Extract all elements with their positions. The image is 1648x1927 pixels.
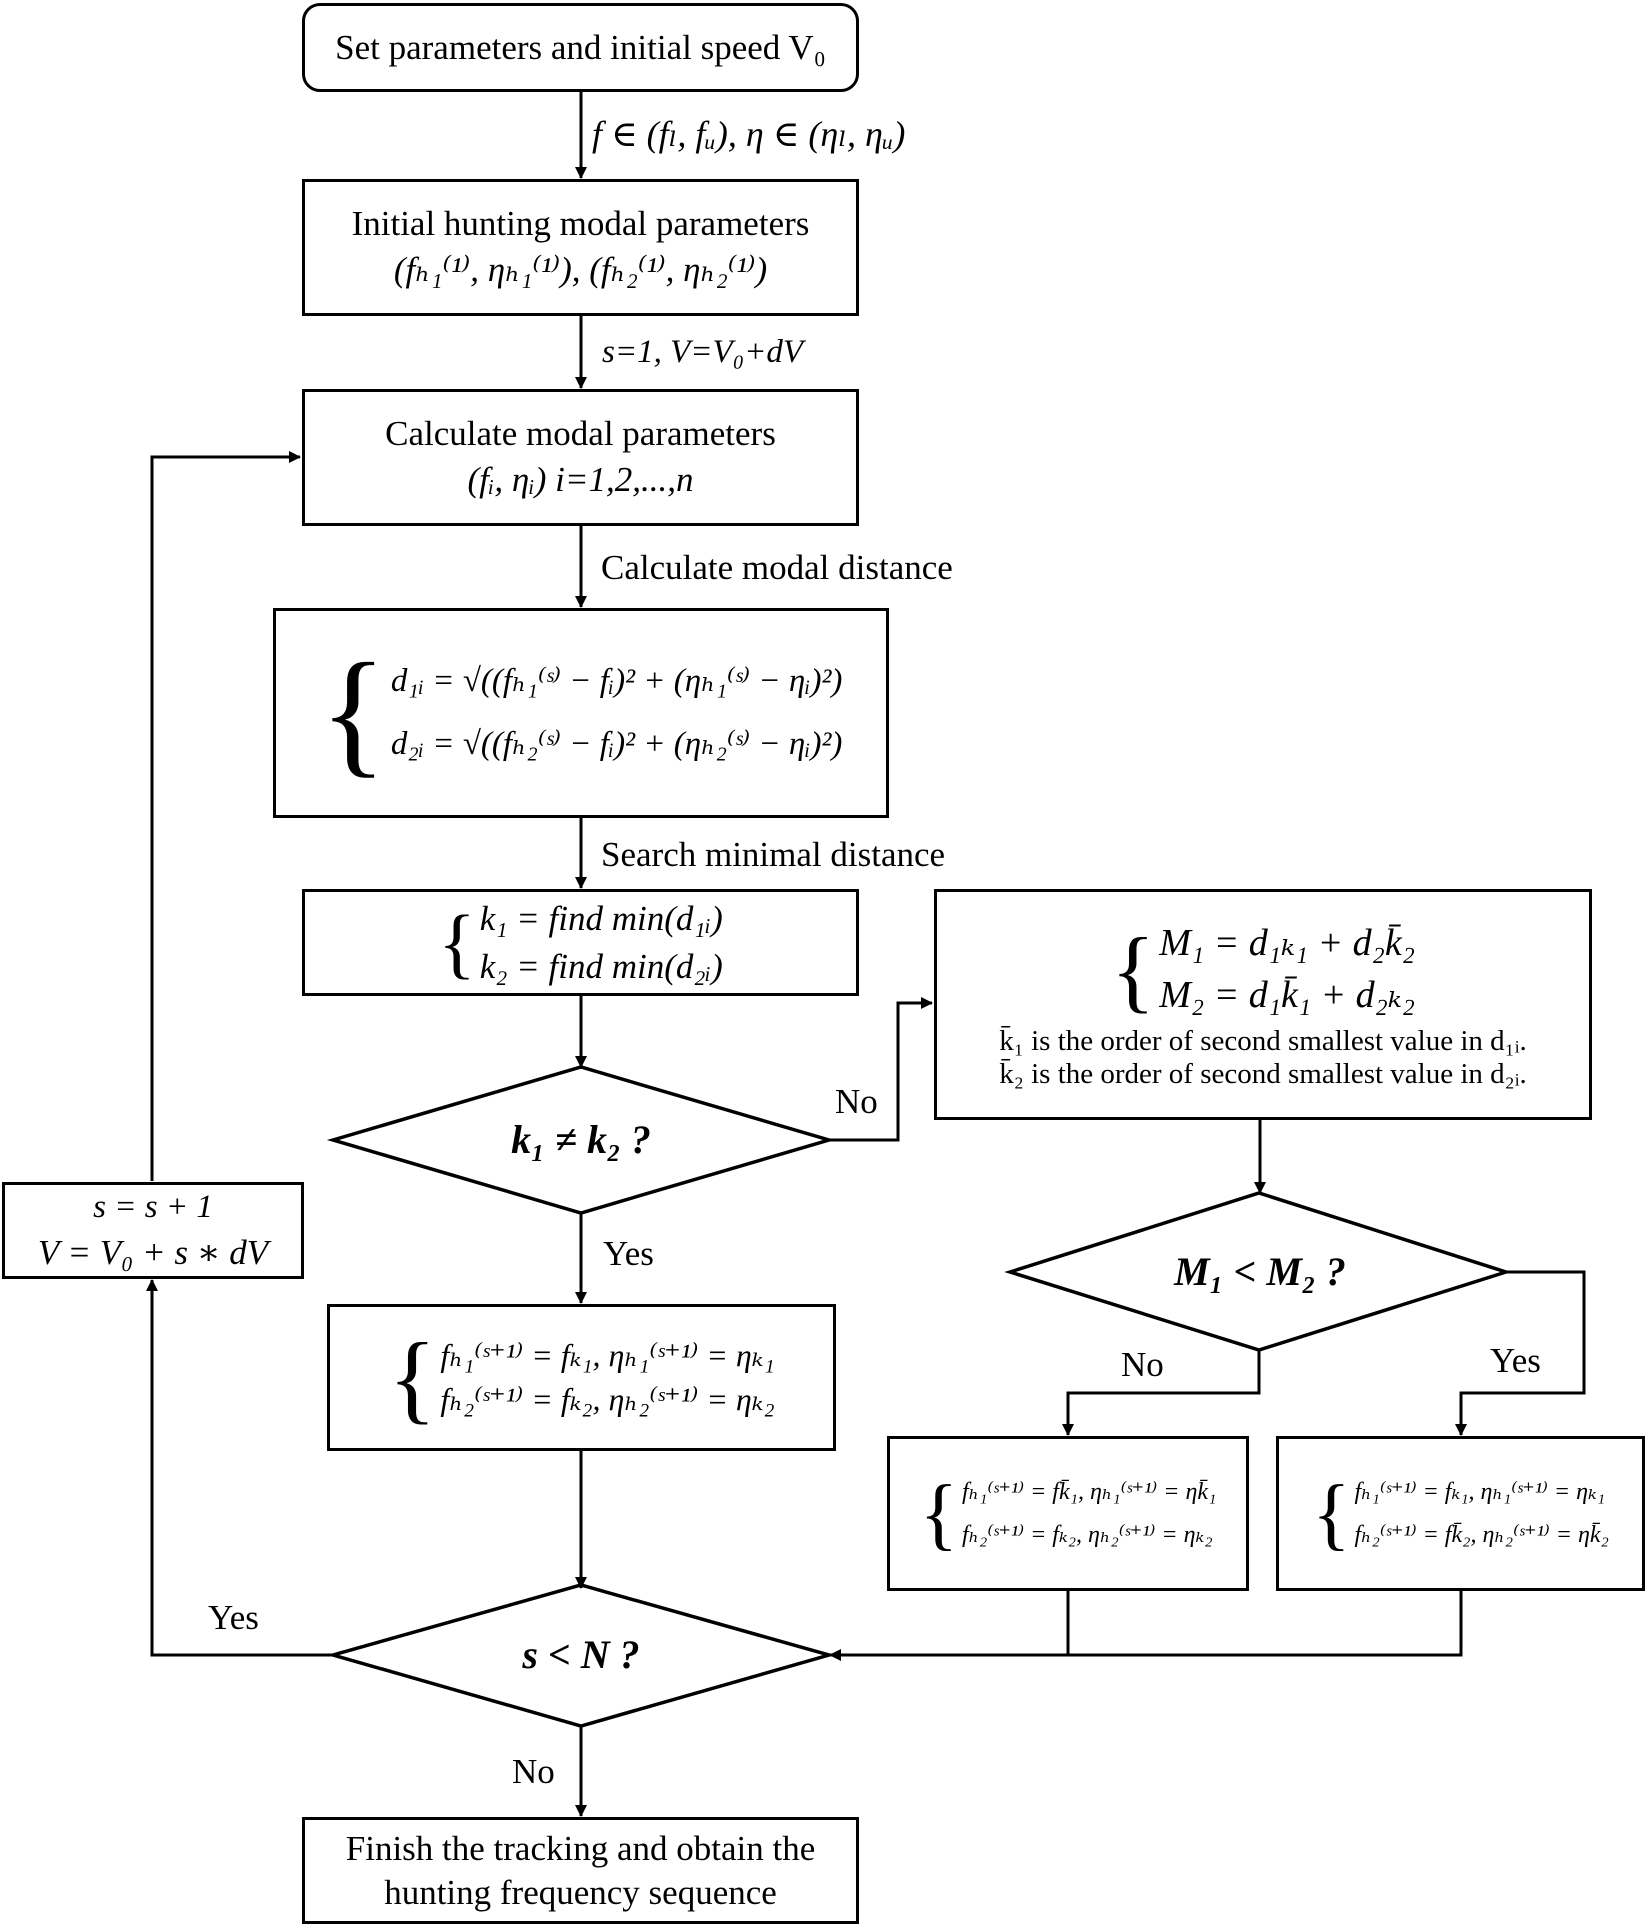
arrow-dec2-no bbox=[1062, 1350, 1261, 1436]
m-note-2: k̄₂ is the order of second smallest valu… bbox=[999, 1057, 1527, 1090]
edge-label-dec1-no: No bbox=[835, 1082, 878, 1121]
brace-symbol: { bbox=[1312, 1469, 1351, 1558]
brace-symbol: { bbox=[1111, 918, 1156, 1021]
find-min-box: { k₁ = find min(d₁ᵢ) k₂ = find min(d₂ᵢ) bbox=[302, 889, 859, 996]
update-mid-line-2: fₕ₂⁽ˢ⁺¹⁾ = fₖ₂, ηₕ₂⁽ˢ⁺¹⁾ = ηₖ₂ bbox=[440, 1380, 775, 1417]
distance-formula-1: d₁ᵢ = √((fₕ₁⁽ˢ⁾ − fᵢ)² + (ηₕ₁⁽ˢ⁾ − ηᵢ)²) bbox=[390, 663, 843, 700]
update-yes-system: { fₕ₁⁽ˢ⁺¹⁾ = fₖ₁, ηₕ₁⁽ˢ⁺¹⁾ = ηₖ₁ fₕ₂⁽ˢ⁺¹… bbox=[1312, 1474, 1609, 1554]
update-mid-box: { fₕ₁⁽ˢ⁺¹⁾ = fₖ₁, ηₕ₁⁽ˢ⁺¹⁾ = ηₖ₁ fₕ₂⁽ˢ⁺¹… bbox=[327, 1304, 836, 1451]
update-mid-system: { fₕ₁⁽ˢ⁺¹⁾ = fₖ₁, ηₕ₁⁽ˢ⁺¹⁾ = ηₖ₁ fₕ₂⁽ˢ⁺¹… bbox=[388, 1321, 775, 1433]
update-yes-box: { fₕ₁⁽ˢ⁺¹⁾ = fₖ₁, ηₕ₁⁽ˢ⁺¹⁾ = ηₖ₁ fₕ₂⁽ˢ⁺¹… bbox=[1276, 1436, 1645, 1591]
update-no-box: { fₕ₁⁽ˢ⁺¹⁾ = fk̄₁, ηₕ₁⁽ˢ⁺¹⁾ = ηk̄₁ fₕ₂⁽ˢ… bbox=[887, 1436, 1249, 1591]
decision-m-label: M₁ < M₂ ? bbox=[1174, 1249, 1346, 1294]
edge-label-calc-distance: Calculate modal distance bbox=[601, 548, 953, 587]
update-no-line-2: fₕ₂⁽ˢ⁺¹⁾ = fₖ₂, ηₕ₂⁽ˢ⁺¹⁾ = ηₖ₂ bbox=[961, 1521, 1213, 1548]
edge-label-range: f ∈ (fₗ, fᵤ), η ∈ (ηₗ, ηᵤ) bbox=[592, 114, 906, 154]
increment-line-2: V = V₀ + s ∗ dV bbox=[37, 1233, 269, 1273]
m-compare-box: { M₁ = d₁ₖ₁ + d₂k̄₂ M₂ = d₁k̄₁ + d₂ₖ₂ k̄… bbox=[934, 889, 1592, 1120]
start-node: Set parameters and initial speed V₀ bbox=[302, 3, 859, 92]
finish-box: Finish the tracking and obtain the hunti… bbox=[302, 1817, 859, 1924]
calc-params-title: Calculate modal parameters bbox=[385, 414, 776, 453]
update-mid-line-1: fₕ₁⁽ˢ⁺¹⁾ = fₖ₁, ηₕ₁⁽ˢ⁺¹⁾ = ηₖ₁ bbox=[440, 1337, 775, 1374]
brace-symbol: { bbox=[388, 1321, 437, 1433]
find-min-line-1: k₁ = find min(d₁ᵢ) bbox=[479, 899, 723, 939]
update-yes-line-1: fₕ₁⁽ˢ⁺¹⁾ = fₖ₁, ηₕ₁⁽ˢ⁺¹⁾ = ηₖ₁ bbox=[1354, 1479, 1606, 1506]
m-line-2: M₂ = d₁k̄₁ + d₂ₖ₂ bbox=[1159, 973, 1415, 1016]
brace-symbol: { bbox=[438, 898, 476, 986]
edge-label-dec3-no: No bbox=[512, 1752, 555, 1791]
arrow-updates-to-dec3 bbox=[1066, 1591, 1463, 1657]
start-label: Set parameters and initial speed V₀ bbox=[335, 27, 826, 67]
edge-label-search-min: Search minimal distance bbox=[601, 835, 946, 874]
init-params-box: Initial hunting modal parameters (fₕ₁⁽¹⁾… bbox=[302, 179, 859, 316]
init-params-title: Initial hunting modal parameters bbox=[351, 204, 810, 243]
distance-system: { d₁ᵢ = √((fₕ₁⁽ˢ⁾ − fᵢ)² + (ηₕ₁⁽ˢ⁾ − ηᵢ)… bbox=[320, 643, 843, 783]
brace-symbol: { bbox=[319, 635, 387, 790]
m-line-1: M₁ = d₁ₖ₁ + d₂k̄₂ bbox=[1159, 922, 1415, 965]
distance-box: { d₁ᵢ = √((fₕ₁⁽ˢ⁾ − fᵢ)² + (ηₕ₁⁽ˢ⁾ − ηᵢ)… bbox=[273, 608, 889, 818]
m-note-1: k̄₁ is the order of second smallest valu… bbox=[999, 1024, 1527, 1057]
arrow-inc-to-calc bbox=[150, 451, 301, 1181]
arrow-dec2-yes bbox=[1455, 1270, 1586, 1436]
decision-diamond-s bbox=[326, 1583, 836, 1728]
find-min-system: { k₁ = find min(d₁ᵢ) k₂ = find min(d₂ᵢ) bbox=[438, 895, 723, 990]
edge-label-dec2-no: No bbox=[1121, 1345, 1164, 1384]
init-params-formula: (fₕ₁⁽¹⁾, ηₕ₁⁽¹⁾), (fₕ₂⁽¹⁾, ηₕ₂⁽¹⁾) bbox=[393, 249, 768, 289]
update-yes-line-2: fₕ₂⁽ˢ⁺¹⁾ = fk̄₂, ηₕ₂⁽ˢ⁺¹⁾ = ηk̄₂ bbox=[1354, 1521, 1609, 1548]
arrow-dec3-yes bbox=[146, 1279, 333, 1657]
edge-label-dec1-yes: Yes bbox=[603, 1234, 654, 1273]
edge-label-init-step: s=1, V=V₀+dV bbox=[602, 334, 804, 370]
update-no-line-1: fₕ₁⁽ˢ⁺¹⁾ = fk̄₁, ηₕ₁⁽ˢ⁺¹⁾ = ηk̄₁ bbox=[961, 1479, 1217, 1506]
edge-label-dec2-yes: Yes bbox=[1490, 1341, 1541, 1380]
distance-formula-2: d₂ᵢ = √((fₕ₂⁽ˢ⁾ − fᵢ)² + (ηₕ₂⁽ˢ⁾ − ηᵢ)²) bbox=[390, 726, 843, 762]
arrow-dec1-no bbox=[829, 997, 933, 1142]
decision-diamond-m bbox=[1004, 1191, 1512, 1352]
update-no-system: { fₕ₁⁽ˢ⁺¹⁾ = fk̄₁, ηₕ₁⁽ˢ⁺¹⁾ = ηk̄₁ fₕ₂⁽ˢ… bbox=[920, 1474, 1217, 1554]
increment-line-1: s = s + 1 bbox=[93, 1188, 213, 1225]
finish-label: Finish the tracking and obtain the hunti… bbox=[345, 1828, 816, 1912]
calc-params-box: Calculate modal parameters (fᵢ, ηᵢ) i=1,… bbox=[302, 389, 859, 526]
edge-label-dec3-yes: Yes bbox=[208, 1598, 259, 1637]
m-system: { M₁ = d₁ₖ₁ + d₂k̄₂ M₂ = d₁k̄₁ + d₂ₖ₂ bbox=[1111, 918, 1415, 1021]
decision-s-label: s < N ? bbox=[522, 1632, 640, 1677]
decision-diamond-k bbox=[326, 1065, 836, 1215]
find-min-line-2: k₂ = find min(d₂ᵢ) bbox=[479, 946, 723, 986]
decision-k-label: k₁ ≠ k₂ ? bbox=[511, 1117, 651, 1162]
calc-params-formula: (fᵢ, ηᵢ) i=1,2,...,n bbox=[467, 459, 694, 499]
brace-symbol: { bbox=[919, 1469, 958, 1558]
increment-box: s = s + 1 V = V₀ + s ∗ dV bbox=[2, 1182, 304, 1279]
